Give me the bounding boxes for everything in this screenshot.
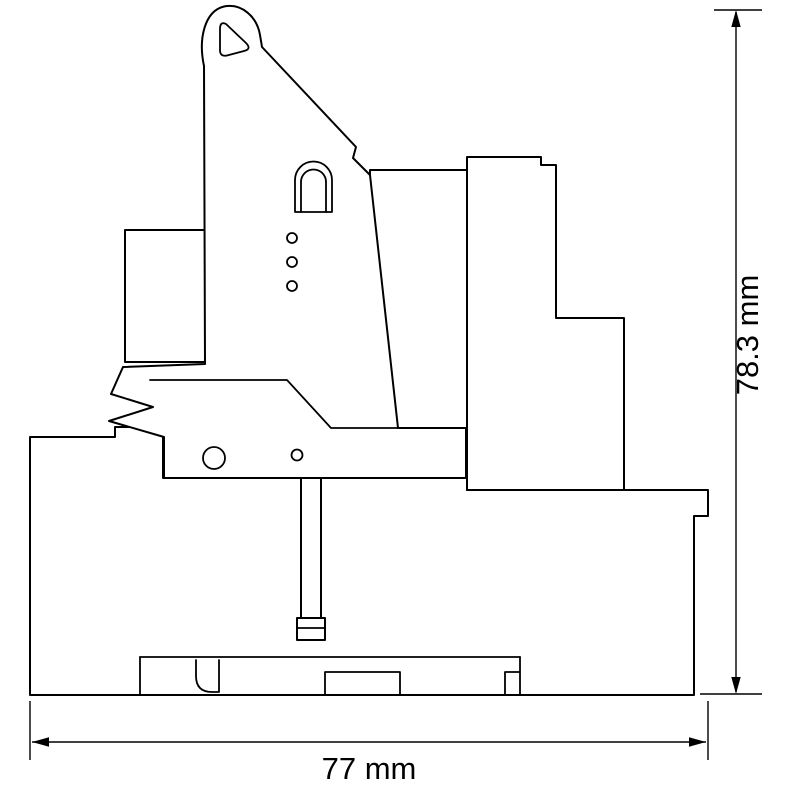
dimension-width-label: 77 mm: [322, 751, 417, 786]
release-lever-outline: [108, 4, 467, 479]
height-arrowhead-top: [731, 10, 741, 27]
width-arrowhead-right: [689, 737, 706, 747]
height-arrowhead-bottom: [731, 677, 741, 694]
indicator-dot: [286, 256, 298, 268]
indicator-dot: [286, 280, 298, 292]
center-pin: [296, 477, 326, 641]
dimension-height: 78.3 mm: [700, 9, 765, 695]
din-right-step: [504, 671, 521, 696]
marking-slot-arch-outer: [294, 160, 333, 213]
indicator-dot: [286, 232, 298, 244]
center-pin-tip: [296, 617, 326, 641]
din-clip-notch: [195, 659, 220, 693]
center-pin-shaft: [300, 477, 322, 619]
marking-slot-arch-inner: [300, 168, 327, 213]
din-center-foot: [324, 671, 401, 696]
dimension-width: 77 mm: [29, 701, 709, 786]
indicator-dots: [286, 232, 298, 292]
dimension-height-label: 78.3 mm: [730, 275, 765, 396]
rivet-hole: [290, 448, 304, 462]
width-arrowhead-left: [32, 737, 49, 747]
lever-inner-edge: [149, 379, 399, 429]
din-rail-foot: [139, 656, 521, 696]
socket-housing-outline: [466, 156, 625, 491]
lever-handle-hole: [219, 22, 250, 57]
module-outline-group: [29, 4, 709, 696]
left-block-outline: [124, 229, 206, 363]
pivot-hole: [202, 446, 226, 470]
